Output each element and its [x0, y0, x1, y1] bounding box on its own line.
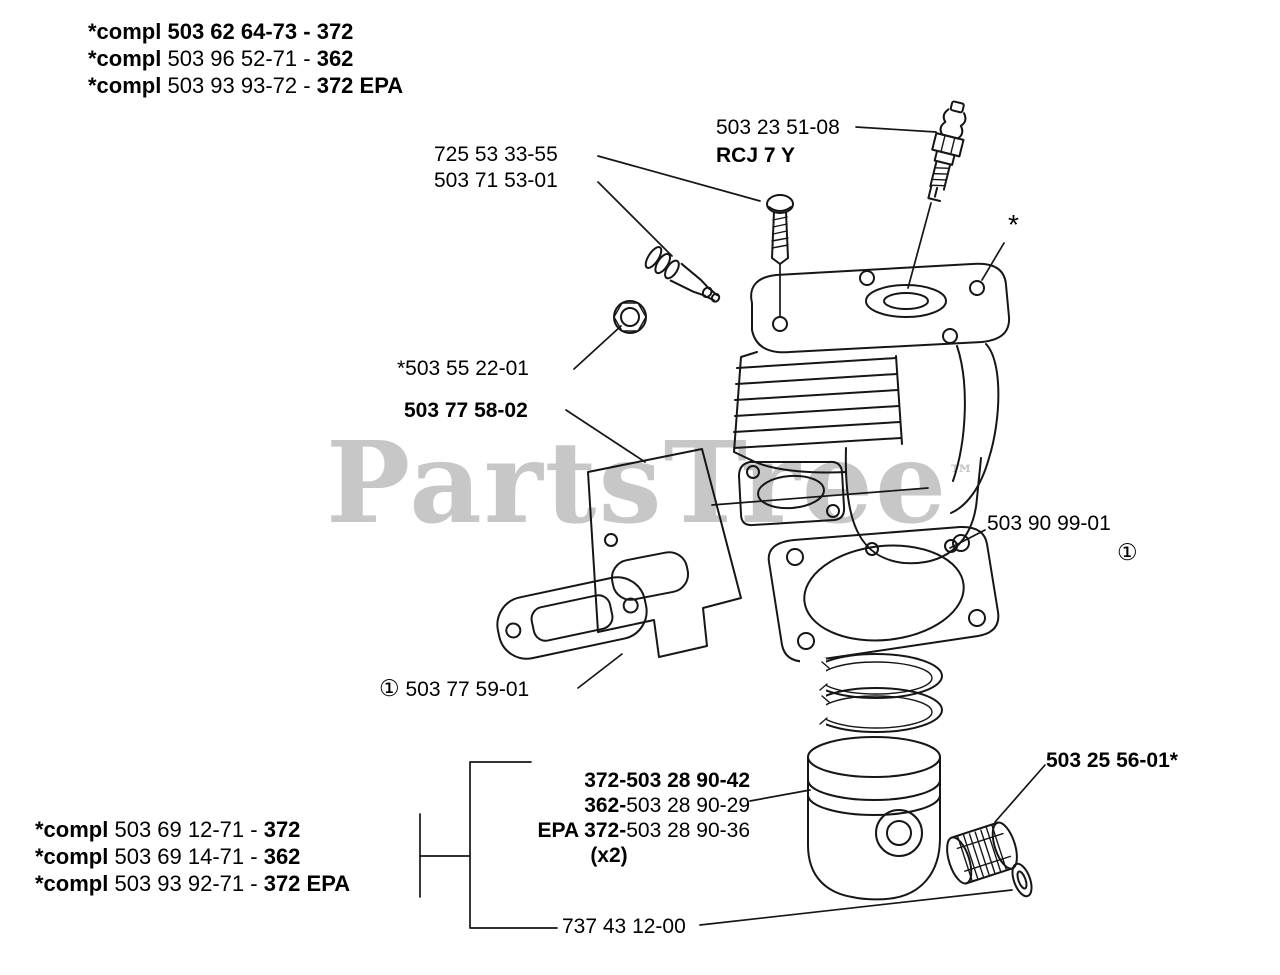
assembly-line: *compl 503 69 14-71 - 362	[35, 843, 350, 870]
ref-number-1: ①	[379, 675, 400, 701]
part-label-muffler-gasket: ① 503 77 59-01	[379, 676, 529, 702]
screw-part	[766, 194, 794, 265]
assembly-model: 362	[263, 844, 301, 869]
assembly-line: *compl 503 62 64-73 - 372	[88, 18, 403, 45]
ring-line: EPA 372-503 28 90-36	[468, 818, 751, 843]
ring-model: 372-	[584, 769, 627, 792]
cylinder-gasket-part	[767, 525, 1000, 663]
decompression-plug-part	[613, 300, 647, 334]
assembly-number: 503 62 64-73 -	[161, 19, 317, 44]
trademark-symbol: ™	[948, 460, 977, 491]
piston-ring-part	[800, 653, 943, 733]
piston-part	[807, 736, 941, 901]
ring-number: 503 28 90-42	[626, 769, 750, 792]
part-label-cylinder-gasket: 503 90 99-01	[987, 512, 1111, 535]
ring-quantity: (x2)	[590, 844, 628, 867]
spark-plug-part	[927, 100, 967, 203]
part-label-impulse-fitting: 503 71 53-01	[434, 169, 558, 192]
assembly-prefix: *compl	[35, 871, 109, 896]
ring-model: 362-	[584, 794, 627, 817]
assembly-model: 372	[316, 19, 354, 44]
assembly-model: 362	[316, 46, 354, 71]
assembly-number: 503 96 52-71 -	[161, 46, 317, 71]
impulse-fitting-part	[644, 246, 721, 303]
spark-plug-type: RCJ 7 Y	[716, 144, 795, 167]
heat-shield-part	[587, 448, 742, 658]
part-label-bearing: 503 25 56-01*	[1046, 749, 1178, 772]
assembly-prefix: *compl	[88, 19, 162, 44]
ring-number: 503 28 90-36	[626, 819, 750, 842]
assembly-prefix: *compl	[88, 46, 162, 71]
piston-ring-numbers: 372-503 28 90-42 362-503 28 90-29 EPA 37…	[468, 768, 751, 868]
part-number: 503 77 59-01	[399, 678, 530, 701]
leader-lines	[419, 126, 1046, 929]
ring-line: 362-503 28 90-29	[468, 793, 750, 818]
assembly-prefix: *compl	[88, 73, 162, 98]
assembly-model: 372 EPA	[316, 73, 404, 98]
assembly-number: 503 93 93-72 -	[161, 73, 317, 98]
part-label-spark-plug: 503 23 51-08	[716, 116, 840, 139]
assembly-line: *compl 503 96 52-71 - 362	[88, 45, 403, 72]
assembly-line: *compl 503 69 12-71 - 372	[35, 816, 350, 843]
assembly-number: 503 69 14-71 -	[108, 844, 264, 869]
part-label-heat-shield: 503 77 58-02	[404, 399, 528, 422]
assembly-number: 503 93 92-71 -	[108, 871, 264, 896]
assembly-prefix: *compl	[35, 844, 109, 869]
assembly-numbers-top: *compl 503 62 64-73 - 372 *compl 503 96 …	[88, 18, 403, 99]
assembly-model: 372	[263, 817, 301, 842]
assembly-prefix: *compl	[35, 817, 109, 842]
assembly-model: 372 EPA	[263, 871, 351, 896]
ring-number: 503 28 90-29	[626, 794, 750, 817]
assembly-line: *compl 503 93 92-71 - 372 EPA	[35, 870, 350, 897]
assembly-number: 503 69 12-71 -	[108, 817, 264, 842]
assembly-numbers-bottom: *compl 503 69 12-71 - 372 *compl 503 69 …	[35, 816, 350, 897]
ring-line: 372-503 28 90-42	[468, 768, 750, 793]
ref-number-1: ①	[1117, 539, 1138, 565]
cylinder-part	[733, 262, 1011, 565]
muffler-gasket-part	[496, 576, 648, 660]
ring-model: EPA 372-	[537, 819, 627, 842]
part-label-screw: 725 53 33-55	[434, 143, 558, 166]
part-label-retainer: 737 43 12-00	[562, 915, 686, 938]
part-label-decompression-plug: *503 55 22-01	[397, 357, 529, 380]
asterisk-marker: *	[1008, 209, 1019, 240]
assembly-line: *compl 503 93 93-72 - 372 EPA	[88, 72, 403, 99]
retainer-part	[1011, 862, 1033, 898]
bearing-part	[946, 821, 1018, 885]
